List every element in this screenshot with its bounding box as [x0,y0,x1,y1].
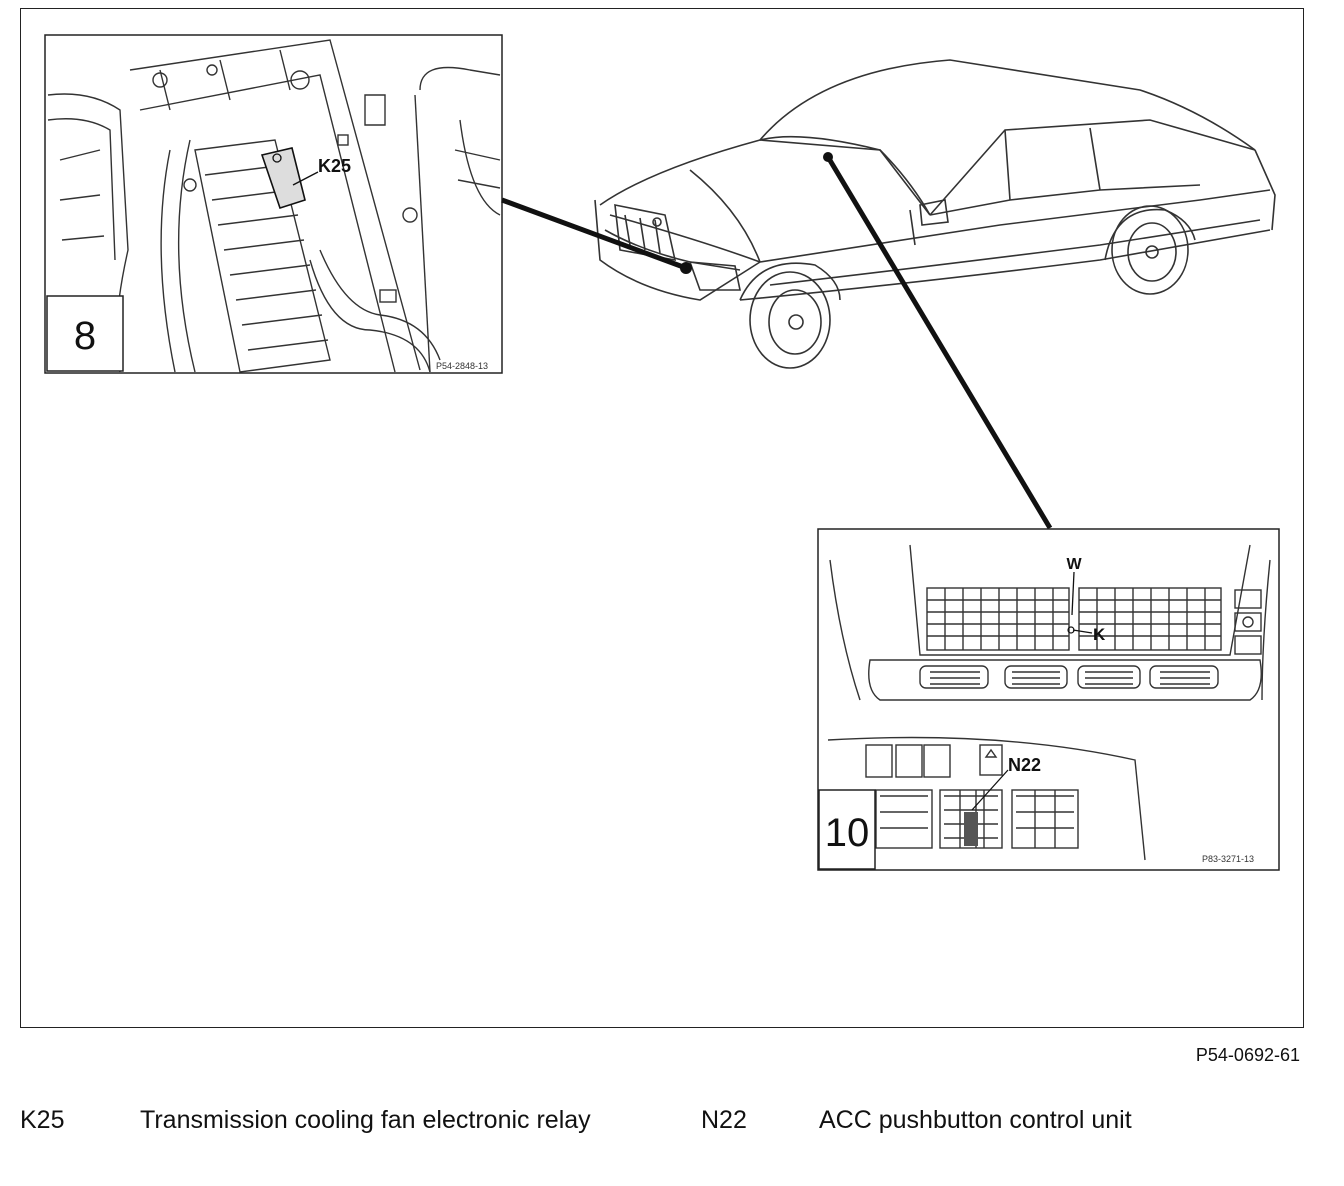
inset-overhead-panel: W K N22 10 P83-3271-13 [817,528,1280,871]
w-callout: W [1066,556,1082,573]
view-number-8: 8 [74,314,96,358]
component-location-diagram: K25 8 P54-2848-13 [44,34,1280,871]
legend-description-n22: ACC pushbutton control unit [819,1106,1132,1134]
inset-right-ref: P83-3271-13 [1202,854,1254,864]
legend-description-k25: Transmission cooling fan electronic rela… [140,1106,591,1134]
view-number-10: 10 [825,811,870,855]
leader-line-view-10 [825,155,1053,530]
k25-relay [260,147,319,210]
inset-engine-bay: K25 8 P54-2848-13 [44,34,503,374]
figure-frame [20,8,1304,1028]
n22-callout: N22 [1008,755,1041,775]
vehicle-illustration [594,59,1276,369]
legend-code-k25: K25 [20,1106,65,1134]
figure-reference: P54-0692-61 [1195,1045,1300,1065]
inset-left-ref: P54-2848-13 [436,361,488,371]
legend-code-n22: N22 [701,1106,747,1134]
leader-line-view-8 [501,197,687,271]
k-callout: K [1093,625,1106,644]
k25-callout: K25 [318,156,351,176]
